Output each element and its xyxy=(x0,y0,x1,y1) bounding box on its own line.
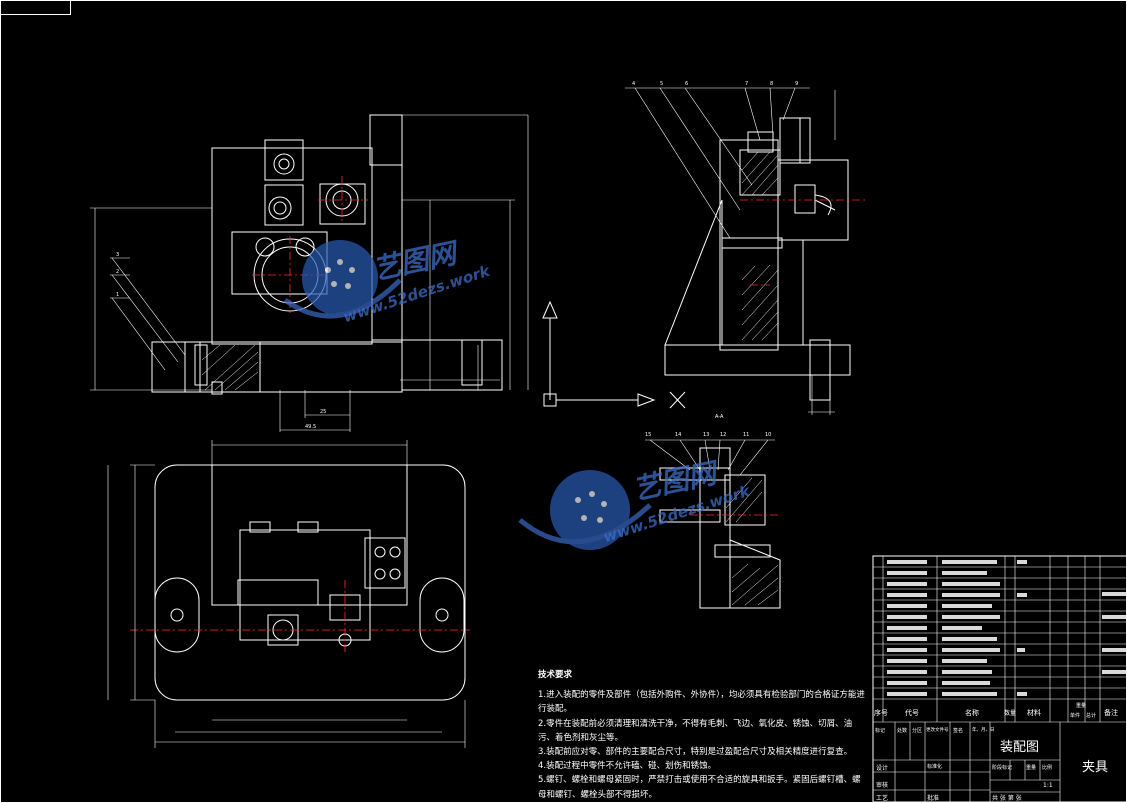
callout-11: 11 xyxy=(743,432,749,438)
sign-approve-label: 批准 xyxy=(927,795,940,802)
stage-mark-label: 阶段标记 xyxy=(992,765,1013,771)
callout-8: 8 xyxy=(770,81,773,87)
svg-text:3: 3 xyxy=(116,252,119,258)
callouts-mid: 15 14 13 12 11 10 xyxy=(645,432,771,438)
col-header-code: 代号 xyxy=(905,709,919,717)
rev-count-label: 处数 xyxy=(897,728,908,734)
svg-text:1: 1 xyxy=(116,292,119,298)
callout-10: 10 xyxy=(765,432,771,438)
note-item: 5.螺钉、螺栓和螺母紧固时，严禁打击或使用不合适的旋具和扳手。紧固后螺钉槽、螺母… xyxy=(538,775,861,800)
sign-review-label: 审核 xyxy=(876,782,889,789)
col-header-unit: 单件 xyxy=(1070,713,1081,719)
sign-process-label: 工艺 xyxy=(876,795,889,802)
view-arrow xyxy=(542,300,686,409)
rev-zone-label: 分区 xyxy=(912,728,923,734)
section-label: A-A xyxy=(715,414,724,420)
note-item: 4.装配过程中零件不允许磕、碰、划伤和锈蚀。 xyxy=(538,761,717,772)
scale-value: 1:1 xyxy=(1043,782,1053,789)
weight-header: 重量 xyxy=(1076,703,1087,709)
note-item: 1.进入装配的零件及部件（包括外购件、外协件），均必须具有检验部门的合格证方能进… xyxy=(538,690,865,715)
side-view xyxy=(625,87,865,415)
rev-sign-label: 签名 xyxy=(953,728,964,734)
callout-14: 14 xyxy=(675,432,681,438)
callout-7: 7 xyxy=(745,81,748,87)
section-view xyxy=(645,439,781,609)
col-header-index: 序号 xyxy=(874,709,888,717)
sign-design-label: 设计 xyxy=(876,765,889,772)
drawing-name: 装配图 xyxy=(1000,740,1040,755)
corner-tab xyxy=(0,0,71,15)
callout-5: 5 xyxy=(660,81,663,87)
sign-std-label: 标准化 xyxy=(927,764,943,770)
svg-text:2: 2 xyxy=(116,269,119,275)
stage-weight-label: 重量 xyxy=(1026,765,1037,771)
callout-15: 15 xyxy=(645,432,651,438)
col-header-remark: 备注 xyxy=(1104,709,1118,717)
callout-9: 9 xyxy=(795,81,798,87)
col-header-total: 总计 xyxy=(1086,713,1097,719)
col-header-material: 材料 xyxy=(1027,709,1041,717)
callouts-top: 4 5 6 7 8 9 xyxy=(632,81,798,87)
part-name: 夹具 xyxy=(1082,760,1109,775)
col-header-qty: 数量 xyxy=(1004,710,1017,717)
rev-doc-label: 更改文件号 xyxy=(926,728,949,733)
note-item: 2.零件在装配前必须清理和清洗干净，不得有毛刺、飞边、氧化皮、锈蚀、切屑、油污、… xyxy=(538,718,853,743)
svg-text:25: 25 xyxy=(320,409,326,415)
stage-scale-label: 比例 xyxy=(1042,765,1053,771)
callout-13: 13 xyxy=(703,432,709,438)
notes-title: 技术要求 xyxy=(538,670,573,680)
callout-6: 6 xyxy=(685,81,688,87)
svg-text:49.5: 49.5 xyxy=(305,424,316,430)
col-header-name: 名称 xyxy=(965,709,979,717)
note-item: 3.装配前应对零、部件的主要配合尺寸，特别是过盈配合尺寸及相关精度进行复查。 xyxy=(538,747,853,758)
callout-4: 4 xyxy=(632,81,635,87)
technical-notes: 技术要求 1.进入装配的零件及部件（包括外购件、外协件），均必须具有检验部门的合… xyxy=(538,668,868,802)
rev-mark-label: 标记 xyxy=(875,728,886,734)
top-view xyxy=(107,440,470,748)
rev-date-label: 年、月、日 xyxy=(972,728,995,733)
sheet-count: 共 张 第 张 xyxy=(992,795,1022,802)
parts-list xyxy=(872,555,1127,803)
callout-12: 12 xyxy=(720,432,726,438)
